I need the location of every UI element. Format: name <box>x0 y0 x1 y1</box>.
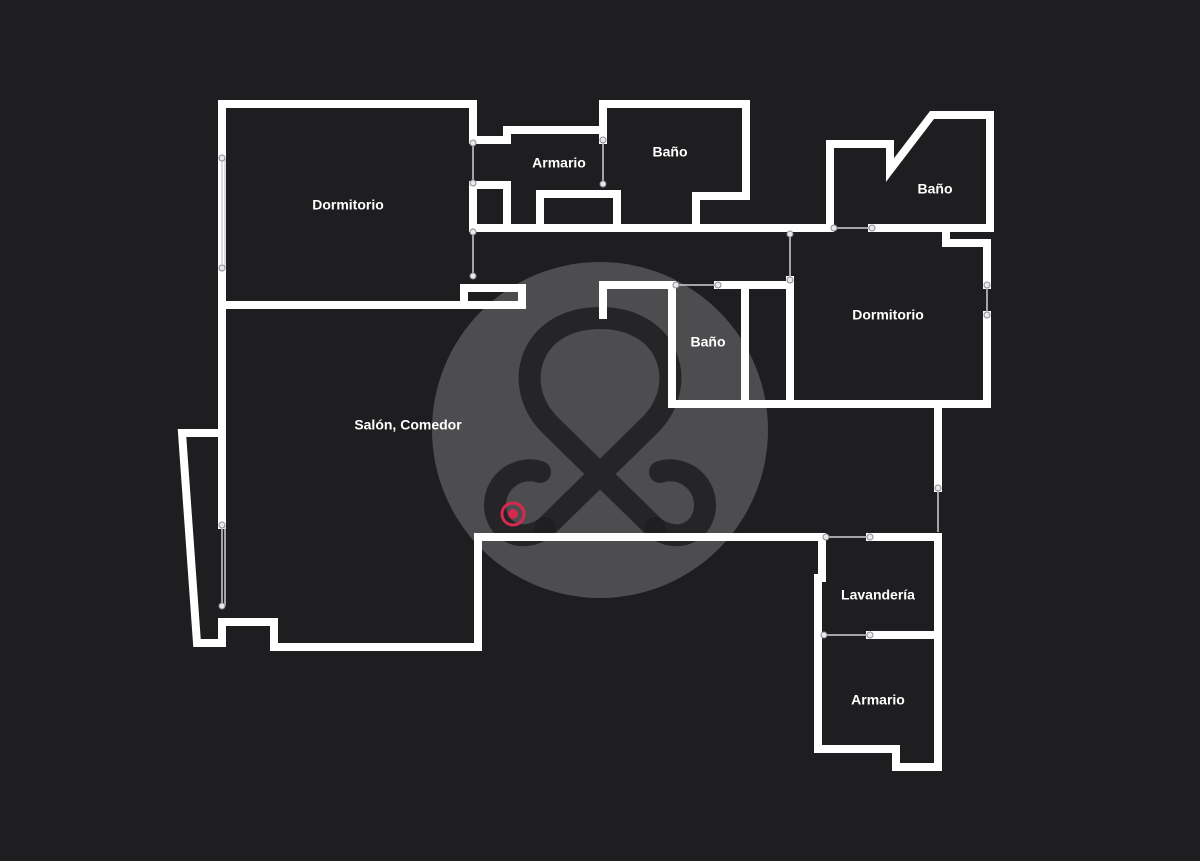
room-label-bano-3[interactable]: Baño <box>691 334 726 350</box>
room-label-armario-2[interactable]: Armario <box>851 692 905 708</box>
walls <box>177 100 994 771</box>
wall-lavanderia <box>814 533 942 771</box>
room-label-armario-1[interactable]: Armario <box>532 155 586 171</box>
location-pin-icon[interactable] <box>500 501 526 527</box>
wall-bano-2 <box>826 111 994 232</box>
wall-closet-small <box>469 181 511 232</box>
room-label-bano-1[interactable]: Baño <box>653 144 688 160</box>
wall-dormitorio-2 <box>942 226 991 289</box>
room-label-salon-comedor[interactable]: Salón, Comedor <box>354 417 462 433</box>
wall-bano-3 <box>599 281 676 408</box>
room-labels: Dormitorio Armario Baño Baño Dormitorio … <box>312 144 952 708</box>
room-label-bano-2[interactable]: Baño <box>918 181 953 197</box>
wall-dormitorio-1 <box>218 100 526 309</box>
wall-salon-comedor <box>177 301 826 651</box>
wall-dormitorio-2-east <box>668 311 991 408</box>
openings <box>221 140 988 636</box>
wall-armario-1 <box>469 100 750 232</box>
room-label-dormitorio-1[interactable]: Dormitorio <box>312 197 384 213</box>
room-label-lavanderia[interactable]: Lavandería <box>841 587 915 603</box>
wall-closet-mid <box>536 190 621 232</box>
room-label-dormitorio-2[interactable]: Dormitorio <box>852 307 924 323</box>
door-hinges <box>218 136 991 639</box>
